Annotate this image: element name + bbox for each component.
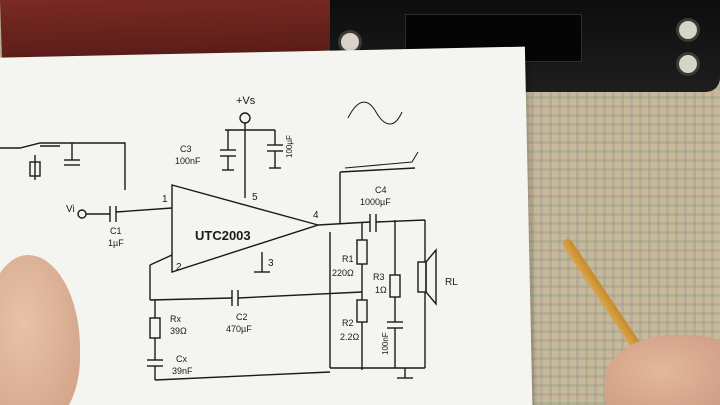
cx-value: 39nF: [172, 366, 193, 376]
pin-5: 5: [252, 192, 258, 203]
rx-value: 39Ω: [170, 326, 187, 336]
input-label: Vi: [66, 204, 75, 215]
c3b-value: 100µF: [285, 135, 294, 158]
c1-name: C1: [110, 226, 122, 236]
r2-value: 2.2Ω: [340, 332, 360, 342]
load-label: RL: [445, 277, 458, 288]
c2-name: C2: [236, 312, 248, 322]
r3-name: R3: [373, 272, 385, 282]
amp-name: UTC2003: [195, 228, 251, 243]
pin-2: 2: [176, 262, 182, 273]
r3-value: 1Ω: [375, 285, 387, 295]
mount-hole-top: [676, 18, 700, 42]
c4-name: C4: [375, 185, 387, 195]
cx-name: Cx: [176, 354, 187, 364]
c3-name: C3: [180, 144, 192, 154]
rx-name: Rx: [170, 314, 181, 324]
r1-name: R1: [342, 254, 354, 264]
c3-value: 100nF: [175, 156, 201, 166]
r1-value: 220Ω: [332, 268, 354, 278]
c2-value: 470µF: [226, 324, 252, 334]
pin-3: 3: [268, 258, 274, 269]
c5-value: 100nF: [381, 332, 390, 355]
c1-value: 1µF: [108, 238, 124, 248]
r2-name: R2: [342, 318, 354, 328]
pin-4: 4: [313, 210, 319, 221]
supply-label: +Vs: [236, 95, 256, 107]
c4-value: 1000µF: [360, 197, 391, 207]
pin-1: 1: [162, 194, 168, 205]
mount-hole-bottom: [676, 52, 700, 76]
